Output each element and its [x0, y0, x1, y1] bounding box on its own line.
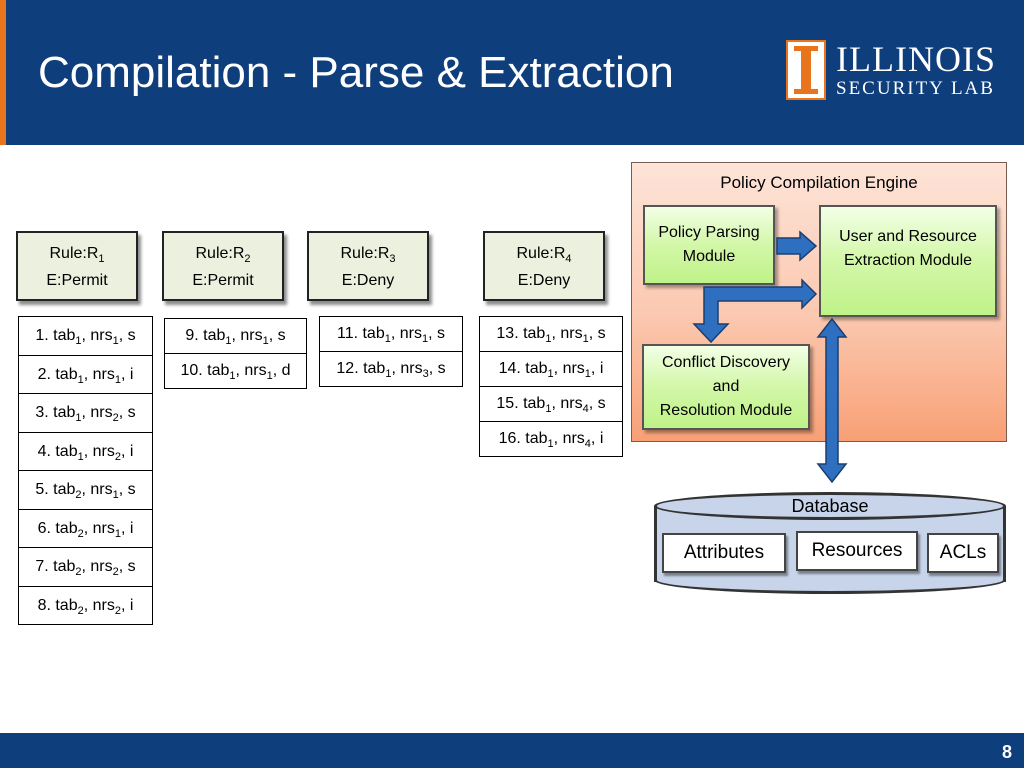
tuple-cell: 10. tab1, nrs1, d: [164, 353, 307, 389]
header-accent-bar: [0, 0, 6, 145]
tuple-cell: 16. tab1, nrs4, i: [479, 421, 623, 457]
rule-effect: E:Permit: [46, 272, 108, 290]
logo-name: ILLINOIS: [836, 39, 996, 79]
rule-effect: E:Permit: [192, 272, 254, 290]
rule-label: Rule:R1: [49, 245, 105, 266]
parsing-line-2: Module: [682, 248, 736, 265]
conflict-line-3: Resolution Module: [659, 402, 793, 419]
illinois-security-lab-logo: ILLINOIS SECURITY LAB: [786, 39, 1006, 102]
tuple-cell: 14. tab1, nrs1, i: [479, 351, 623, 387]
rule-effect: E:Deny: [517, 272, 571, 290]
tuple-cell: 9. tab1, nrs1, s: [164, 318, 307, 354]
database-title: Database: [791, 496, 869, 516]
column-logo-icon: [786, 40, 826, 100]
tuple-cell: 11. tab1, nrs1, s: [319, 316, 463, 352]
db-attributes: Attributes: [662, 533, 786, 573]
rule-label: Rule:R2: [195, 245, 251, 266]
tuple-cell: 2. tab1, nrs1, i: [18, 354, 153, 394]
database-cylinder-top: [654, 492, 1006, 520]
tuple-cell: 5. tab2, nrs1, s: [18, 470, 153, 510]
slide-footer: 8: [0, 733, 1024, 768]
rule-effect: E:Deny: [341, 272, 395, 290]
tuple-cell: 12. tab1, nrs3, s: [319, 351, 463, 387]
db-resources: Resources: [796, 531, 918, 571]
tuple-cell: 13. tab1, nrs1, s: [479, 316, 623, 352]
conflict-line-1: Conflict Discovery: [661, 354, 791, 371]
tuple-cell: 8. tab2, nrs2, i: [18, 585, 153, 625]
rule-label: Rule:R3: [340, 245, 396, 266]
parsing-line-1: Policy Parsing: [658, 224, 760, 241]
extraction-line-1: User and Resource: [839, 228, 977, 245]
conflict-line-2: and: [712, 378, 740, 395]
tuple-cell: 4. tab1, nrs2, i: [18, 431, 153, 471]
db-acls: ACLs: [927, 533, 999, 573]
extraction-line-2: Extraction Module: [843, 252, 973, 269]
slide-title: Compilation - Parse & Extraction: [38, 48, 674, 97]
rule-label: Rule:R4: [516, 245, 572, 266]
slide-header: [0, 0, 1024, 145]
logo-subtitle: SECURITY LAB: [836, 78, 995, 99]
engine-title: Policy Compilation Engine: [720, 173, 918, 192]
page-number: 8: [1001, 742, 1012, 762]
tuple-cell: 6. tab2, nrs1, i: [18, 508, 153, 548]
tuple-cell: 7. tab2, nrs2, s: [18, 547, 153, 587]
tuple-cell: 3. tab1, nrs2, s: [18, 393, 153, 433]
tuple-cell: 15. tab1, nrs4, s: [479, 386, 623, 422]
tuple-cell: 1. tab1, nrs1, s: [18, 316, 153, 356]
